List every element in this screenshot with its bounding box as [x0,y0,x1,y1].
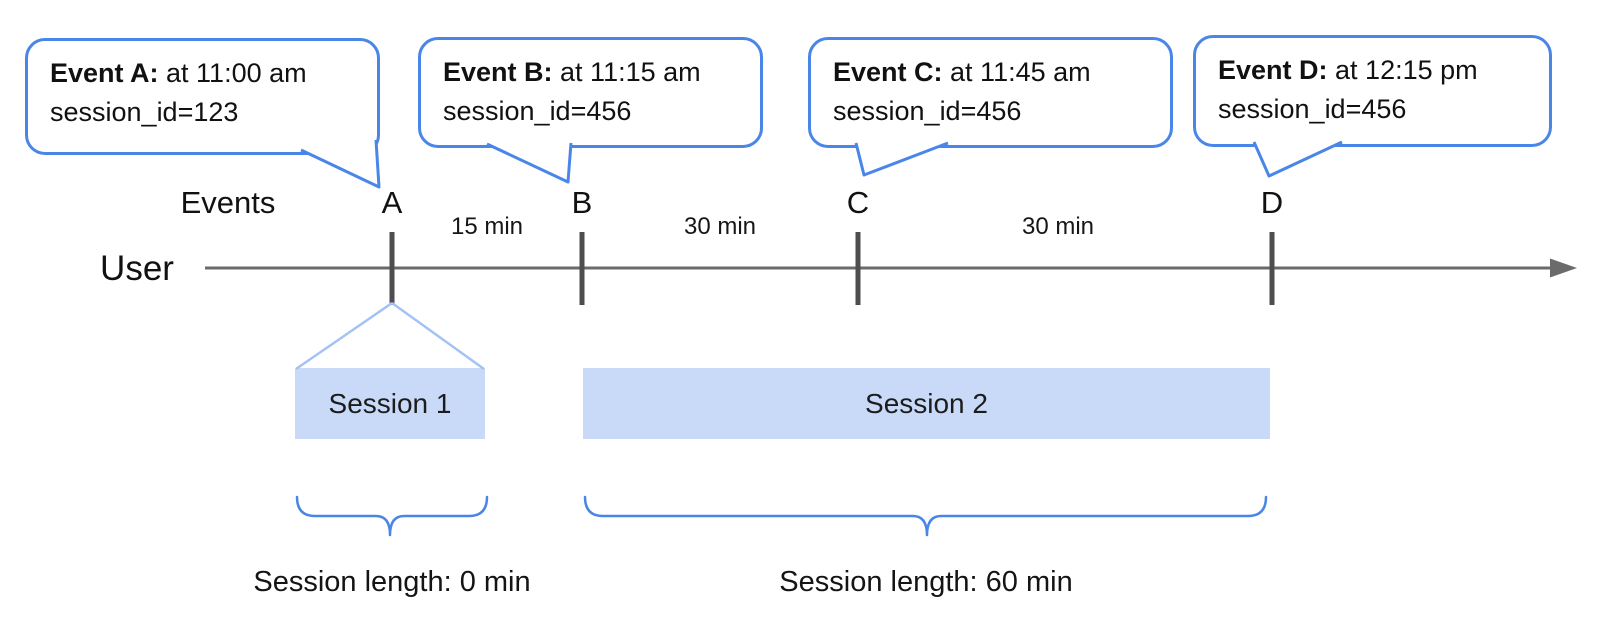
event-c-bubble: Event C: at 11:45 am session_id=456 [808,37,1173,148]
session-1-bar: Session 1 [295,368,485,439]
event-a-bubble: Event A: at 11:00 am session_id=123 [25,38,380,155]
session-1-fan-line-left [295,301,393,371]
event-c-bubble-time: at 11:45 am [942,57,1091,87]
event-b-bubble-time: at 11:15 am [552,57,701,87]
event-c-bubble-line1: Event C: at 11:45 am [833,53,1160,92]
event-marker-a: A [381,185,403,220]
events-axis-label: Events [180,185,276,220]
event-c-bubble-title: Event C: [833,57,943,87]
event-a-bubble-session-id: session_id=123 [50,97,239,127]
interval-label-cd: 30 min [1021,213,1095,240]
session-1-bar-label: Session 1 [328,387,452,419]
event-d-bubble-session-id: session_id=456 [1218,94,1407,124]
interval-label-ab: 15 min [450,213,524,240]
user-axis-label: User [100,249,174,288]
event-a-bubble-line1: Event A: at 11:00 am [50,54,367,93]
timeline-arrowhead-icon [1550,258,1577,278]
event-marker-b: B [571,185,593,220]
event-b-bubble: Event B: at 11:15 am session_id=456 [418,37,763,148]
interval-label-bc: 30 min [683,213,757,240]
event-b-bubble-title: Event B: [443,57,553,87]
event-d-bubble-line1: Event D: at 12:15 pm [1218,51,1539,90]
event-marker-c: C [846,185,870,220]
session-2-bar: Session 2 [583,368,1270,439]
event-b-bubble-tail-icon [486,142,573,184]
event-d-bubble-title: Event D: [1218,55,1328,85]
event-b-bubble-line1: Event B: at 11:15 am [443,53,750,92]
event-marker-d: D [1260,185,1284,220]
session-1-fan-line-right [391,301,485,371]
event-a-bubble-title: Event A: [50,58,159,88]
event-c-bubble-session-id: session_id=456 [833,96,1022,126]
event-b-bubble-session-id: session_id=456 [443,96,632,126]
event-d-bubble-tail-icon [1252,140,1343,178]
session-2-bar-label: Session 2 [865,387,988,419]
event-d-bubble-time: at 12:15 pm [1327,55,1478,85]
session-2-brace-icon [583,495,1268,537]
event-d-bubble: Event D: at 12:15 pm session_id=456 [1193,35,1552,147]
event-a-bubble-time: at 11:00 am [158,58,307,88]
session-1-length-label: Session length: 0 min [253,566,531,598]
session-2-length-label: Session length: 60 min [779,566,1073,598]
session-1-brace-icon [295,495,489,537]
